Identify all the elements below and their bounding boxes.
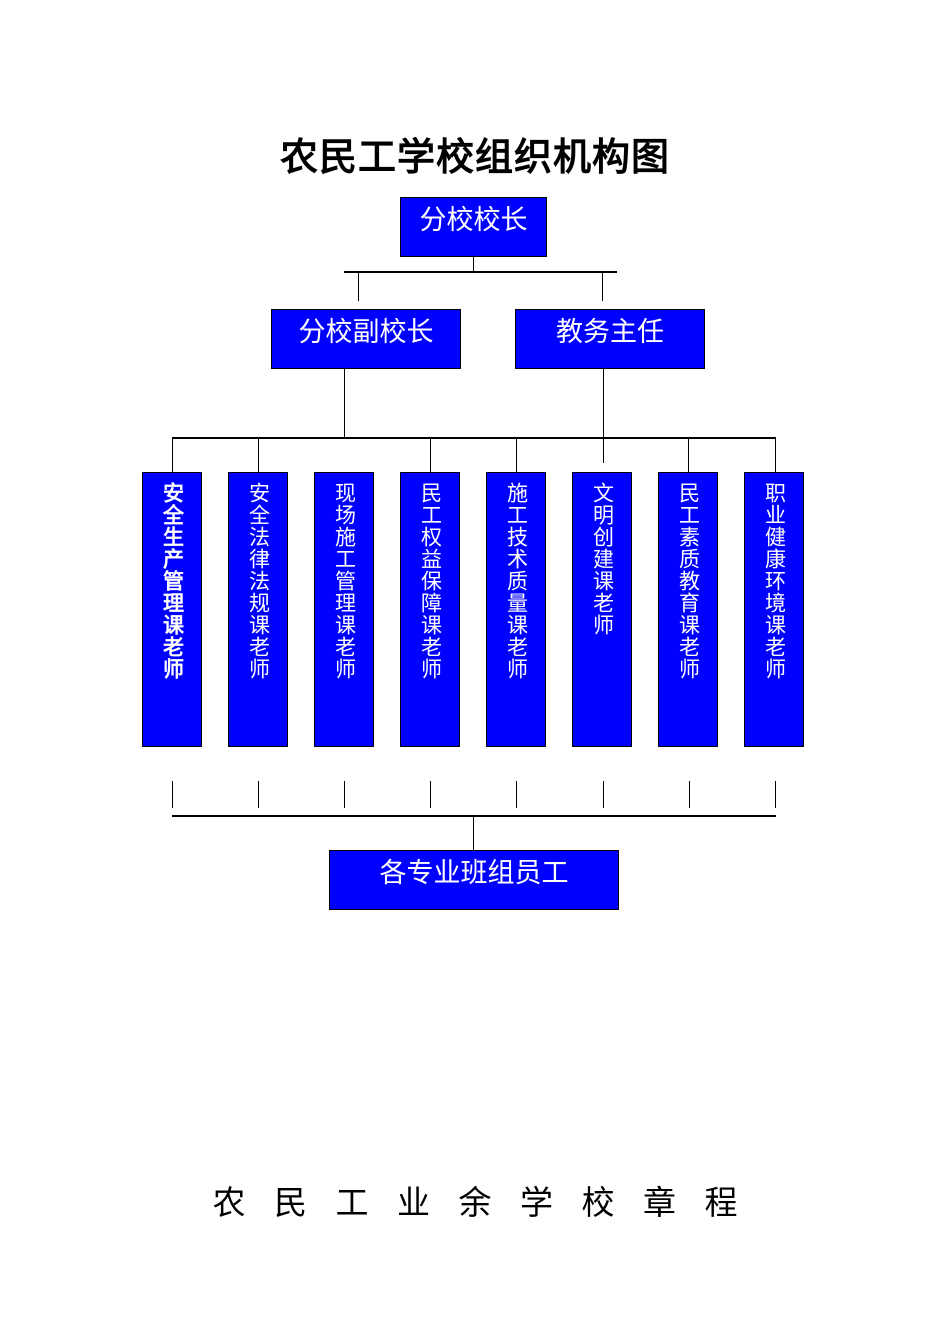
- vice-principal-box: 分校副校长: [271, 309, 461, 369]
- teacher-box: 安全法律法规课老师: [228, 472, 288, 747]
- vice-principal-label: 分校副校长: [298, 317, 434, 348]
- diagram-title: 农民工学校组织机构图: [279, 135, 670, 179]
- connector-line: [430, 437, 431, 472]
- connector-line: [172, 437, 173, 472]
- connector-line: [775, 781, 776, 808]
- teacher-label: 职业健康环境课老师: [762, 482, 787, 680]
- teacher-box: 职业健康环境课老师: [744, 472, 804, 747]
- connector-line: [344, 369, 345, 438]
- connector-line: [258, 781, 259, 808]
- connector-line: [603, 781, 604, 808]
- connector-line: [602, 271, 603, 301]
- principal-label: 分校校长: [419, 205, 528, 236]
- connector-line: [358, 271, 359, 301]
- connector-line: [172, 815, 776, 817]
- connector-line: [430, 781, 431, 808]
- teacher-label: 安全法律法规课老师: [246, 482, 271, 680]
- connector-line: [344, 781, 345, 808]
- connector-line: [172, 781, 173, 808]
- teacher-box: 民工素质教育课老师: [658, 472, 718, 747]
- connector-line: [473, 257, 474, 271]
- connector-line: [775, 437, 776, 472]
- teacher-label: 文明创建课老师: [590, 482, 615, 636]
- connector-line: [172, 437, 776, 439]
- workers-box: 各专业班组员工: [329, 850, 619, 910]
- connector-line: [473, 815, 474, 850]
- teacher-label: 民工素质教育课老师: [676, 482, 701, 680]
- teacher-label: 民工权益保障课老师: [418, 482, 443, 680]
- teacher-label: 安全生产管理课老师: [160, 482, 185, 680]
- connector-line: [516, 781, 517, 808]
- academic-director-box: 教务主任: [515, 309, 705, 369]
- footer-heading: 农 民 工 业 余 学 校 章 程: [212, 1183, 738, 1222]
- teacher-label: 施工技术质量课老师: [504, 482, 529, 680]
- connector-line: [516, 437, 517, 472]
- teacher-box: 施工技术质量课老师: [486, 472, 546, 747]
- teacher-box: 安全生产管理课老师: [142, 472, 202, 747]
- teacher-box: 现场施工管理课老师: [314, 472, 374, 747]
- principal-box: 分校校长: [400, 197, 547, 257]
- teacher-box: 文明创建课老师: [572, 472, 632, 747]
- workers-label: 各专业班组员工: [379, 858, 569, 889]
- academic-director-label: 教务主任: [556, 317, 664, 348]
- teacher-box: 民工权益保障课老师: [400, 472, 460, 747]
- connector-line: [258, 437, 259, 472]
- connector-line: [688, 437, 689, 472]
- connector-line: [603, 369, 604, 463]
- connector-line: [344, 271, 617, 273]
- connector-line: [689, 781, 690, 808]
- teacher-label: 现场施工管理课老师: [332, 482, 357, 680]
